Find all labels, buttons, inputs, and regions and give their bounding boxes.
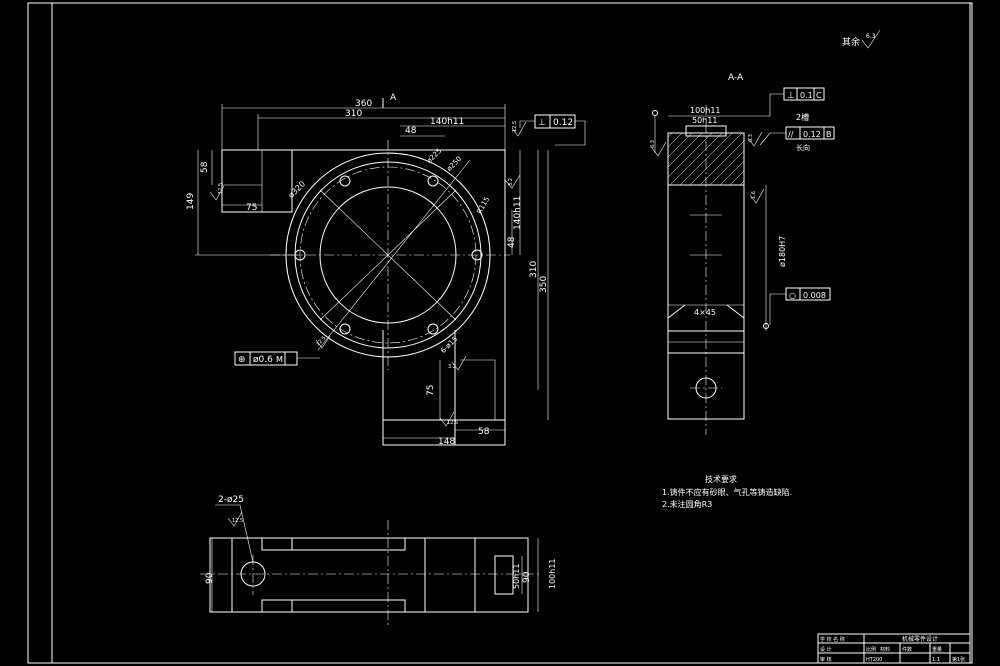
section-title: A-A (728, 73, 744, 83)
position-tolerance-frame: ⊕ ø0.6 M (234, 351, 320, 366)
section-marker-a: A (390, 93, 397, 103)
svg-text:3.2: 3.2 (448, 364, 456, 370)
tech-requirements: 技术要求 1.铸件不应有砂眼、气孔等铸造缺陷. 2.未注圆角R3 (662, 474, 792, 509)
tol-circ-frame: ○ 0.008 (769, 287, 831, 325)
tolerance-frame-top: ⊥ 0.12 (519, 114, 586, 146)
svg-text:6.3: 6.3 (650, 140, 656, 148)
tech-req-title: 技术要求 (705, 474, 737, 484)
label-6-dia15: 6-ø15 (439, 335, 459, 355)
dim-140h11-top: 140h11 (430, 117, 464, 127)
tech-req-item: 1.铸件不应有砂眼、气孔等铸造缺陷. (662, 487, 792, 497)
svg-text:○: ○ (789, 291, 796, 300)
label-dia250: ø250 (445, 155, 463, 173)
dim-360: 360 (355, 99, 372, 109)
svg-text:12.5: 12.5 (447, 420, 458, 426)
roughness-note-label: 其余 (842, 36, 860, 48)
dim-dia180H7: ø180H7 (778, 236, 787, 267)
svg-text:12.5: 12.5 (512, 121, 518, 132)
roughness-note: 其余 6.3 (842, 29, 881, 49)
roughness-note-value: 6.3 (866, 33, 876, 40)
dim-48-top: 48 (405, 126, 417, 136)
dim-149: 149 (186, 193, 196, 210)
dim-58-bottom: 58 (478, 427, 490, 437)
dim-48-right: 48 (507, 236, 517, 248)
tb-name: 机械零件设计 (902, 635, 938, 643)
tb-review: 审 核 (820, 656, 832, 663)
tol-parallel-frame: // 0.12 B (759, 126, 835, 146)
svg-text:3.2: 3.2 (508, 178, 514, 186)
dim-4x45: 4×45 (694, 308, 716, 317)
svg-text:0.12: 0.12 (803, 130, 821, 139)
svg-text:B: B (826, 130, 832, 139)
dim-75-left: 75 (246, 203, 257, 213)
svg-text:⊥: ⊥ (538, 118, 546, 128)
svg-text:12.5: 12.5 (218, 183, 224, 194)
dim-100h11-section: 100h11 (690, 106, 721, 115)
svg-text:ø0.6: ø0.6 (253, 355, 273, 365)
svg-text:12.5: 12.5 (315, 335, 327, 347)
bolt-hole (339, 323, 351, 335)
svg-text:⊥: ⊥ (787, 91, 795, 101)
plan-view: A 360 310 1 (186, 93, 586, 447)
tech-req-item: 2.未注圆角R3 (662, 499, 712, 509)
svg-text:M: M (276, 355, 283, 364)
dim-90-left: 90 (205, 572, 215, 584)
tb-col: 重量 (932, 646, 942, 653)
bottom-view: 2-ø25 12.5 90 50h11 90 100h11 (200, 495, 557, 625)
tb-sheet: 第1张 (952, 656, 965, 663)
bottom-body (209, 537, 529, 613)
svg-text:12.5: 12.5 (232, 518, 243, 524)
dim-310-top: 310 (345, 109, 362, 119)
tb-scale: 1:1 (932, 657, 940, 663)
dim-50h11-bottom: 50h11 (512, 564, 521, 589)
dim-100h11-bottom: 100h11 (548, 558, 557, 589)
tb-school: 学 校 名 称 (820, 636, 845, 643)
tb-col: 件数 (902, 646, 912, 653)
dim-148: 148 (438, 437, 455, 447)
dim-75-bottom: 75 (426, 385, 436, 396)
outer-border (27, 2, 973, 664)
tb-col: 比例 (866, 646, 876, 653)
bolt-hole (339, 175, 351, 187)
svg-text:⊕: ⊕ (238, 355, 246, 365)
svg-text://: // (788, 130, 794, 139)
dim-350: 350 (539, 276, 549, 293)
tb-col: 材料 (880, 646, 890, 653)
bottom-key-slot (494, 555, 514, 595)
tb-design: 设 计 (820, 646, 832, 653)
svg-text:0.1: 0.1 (800, 91, 813, 100)
dim-140h11-right: 140h11 (513, 196, 523, 230)
section-view: A-A (650, 73, 835, 435)
dim-90-right: 90 (522, 571, 532, 583)
section-hatch (668, 133, 744, 185)
tb-code: HT200 (866, 657, 882, 663)
dim-58-left: 58 (200, 161, 210, 173)
svg-text:6.3: 6.3 (748, 134, 754, 142)
plan-roughness-marks: 12.5 12.5 3.2 3.2 12.5 12.5 (209, 121, 527, 427)
label-both-sides: 长向 (796, 143, 810, 152)
dim-310-right: 310 (529, 261, 539, 278)
label-2-dia25: 2-ø25 (218, 495, 244, 505)
label-2slot: 2槽 (796, 112, 809, 122)
bolt-hole (427, 323, 439, 335)
title-block: 学 校 名 称 设 计 审 核 机械零件设计 比例 材料 件数 重量 HT200… (817, 633, 971, 664)
dim-50h11-section: 50h11 (692, 116, 717, 125)
svg-text:0.008: 0.008 (803, 291, 826, 300)
bolt-hole (427, 175, 439, 187)
svg-text:1.6: 1.6 (751, 191, 757, 199)
inner-border (51, 2, 971, 664)
svg-text:C: C (816, 91, 822, 100)
tol-perp-frame: ⊥ 0.1 C (744, 87, 825, 117)
svg-text:0.12: 0.12 (553, 118, 573, 128)
label-r115: R115 (475, 196, 491, 216)
